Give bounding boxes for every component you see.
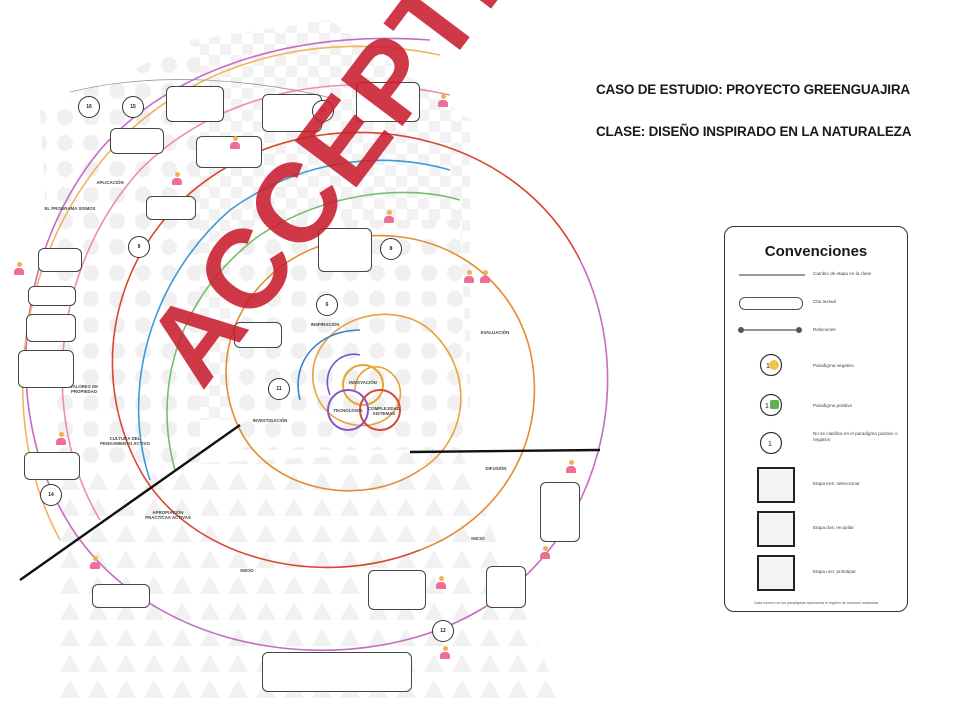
- venn-center: [327, 364, 401, 431]
- person-icon: [56, 432, 66, 446]
- legend-label: Etapa tres: seleccionar: [813, 481, 860, 486]
- svg-text:1: 1: [766, 363, 770, 370]
- legend-label: Etapa dos: recopilar: [813, 525, 854, 530]
- stage-label-programa: EL PROGRAMA SISMOS: [44, 206, 96, 211]
- quote-box: [92, 584, 150, 608]
- center-label-tecnologia: TECNOLOGÍA: [333, 408, 363, 413]
- relation-line-icon: [738, 327, 802, 333]
- stage-label-difusion: DIFUSIÓN: [485, 466, 507, 471]
- stage-one-box-icon: [757, 555, 795, 591]
- person-icon: [14, 262, 24, 276]
- legend-label: Paradigma negativo: [813, 363, 854, 368]
- quote-box: [28, 286, 76, 306]
- stage-label-inspiracion: INSPIRACIÓN: [310, 322, 340, 327]
- marker-6: 6: [316, 294, 338, 316]
- person-icon: [436, 576, 446, 590]
- person-icon: [464, 270, 474, 284]
- stage-divider-lines: [19, 79, 601, 581]
- quote-box-icon: [739, 297, 803, 310]
- quote-box: [262, 652, 412, 692]
- legend-footnote: Cada número en los paradigmas representa…: [753, 601, 879, 605]
- center-label-complejidad: COMPLEJIDAD SISTEMAS: [368, 406, 400, 417]
- quote-box: [18, 350, 74, 388]
- page-title-case-study: CASO DE ESTUDIO: PROYECTO GREENGUAJIRA: [596, 82, 910, 97]
- marker-16: 16: [78, 96, 100, 118]
- page-title-class: CLASE: DISEÑO INSPIRADO EN LA NATURALEZA: [596, 124, 912, 139]
- legend-label: Relaciones: [813, 327, 836, 332]
- stage-label-aplicacion: APLICACIÓN: [96, 180, 124, 185]
- quote-box: [368, 570, 426, 610]
- person-icon: [480, 270, 490, 284]
- stage-label-valores: VALORES DE PROPIEDAD: [69, 384, 99, 395]
- quote-box: [540, 482, 580, 542]
- stage-two-box-icon: [757, 511, 795, 547]
- neutral-paradigm-icon: 1: [759, 431, 783, 455]
- person-icon: [90, 556, 100, 570]
- quote-box: [356, 82, 420, 122]
- legend-label: Etapa uno: prototipar: [813, 569, 856, 574]
- quote-box: [196, 136, 262, 168]
- marker-12: 12: [432, 620, 454, 642]
- stage-label-cultura: CULTURA DEL PENSAMIENTO ACTIVO: [100, 436, 150, 447]
- stage-label-investigacion: INVESTIGACIÓN: [252, 418, 288, 423]
- person-icon: [566, 460, 576, 474]
- stage-three-box-icon: [757, 467, 795, 503]
- person-icon: [230, 136, 240, 150]
- quote-box: [486, 566, 526, 608]
- negative-paradigm-icon: 1: [759, 353, 783, 377]
- stage-label-inicio-2: INICIO: [240, 568, 254, 573]
- stage-label-apropiacion: APROPIACIÓN PRACTICAS ACTIVAS: [145, 510, 191, 521]
- marker-13: 13: [312, 100, 334, 122]
- legend-label: Cita textual: [813, 299, 836, 304]
- quote-box: [26, 314, 76, 342]
- person-icon: [438, 94, 448, 108]
- marker-8: 8: [380, 238, 402, 260]
- legend-heading: Convenciones: [764, 243, 868, 260]
- stage-label-inicio-1: INICIO: [471, 536, 485, 541]
- legend-label: Paradigma positivo: [813, 403, 853, 408]
- person-icon: [172, 172, 182, 186]
- person-icon: [440, 646, 450, 660]
- legend-panel: Convenciones Cambio de etapa en la clase…: [724, 226, 908, 612]
- quote-box: [318, 228, 372, 272]
- svg-text:1: 1: [768, 441, 772, 448]
- quote-box: [24, 452, 80, 480]
- quote-box: [146, 196, 196, 220]
- quote-box: [166, 86, 224, 122]
- quote-box: [110, 128, 164, 154]
- person-icon: [384, 210, 394, 224]
- marker-15: 15: [122, 96, 144, 118]
- quote-box: [234, 322, 282, 348]
- person-icon: [540, 546, 550, 560]
- marker-14: 14: [40, 484, 62, 506]
- positive-paradigm-icon: 1: [759, 393, 783, 417]
- marker-9: 9: [128, 236, 150, 258]
- svg-text:1: 1: [765, 403, 769, 410]
- center-label-innovacion: INNOVACIÓN: [349, 380, 377, 385]
- stage-label-evaluacion: EVALUACIÓN: [480, 330, 510, 335]
- legend-label: No se clasifica en el paradigma positivo…: [813, 431, 898, 442]
- quote-box: [38, 248, 82, 272]
- marker-11: 11: [268, 378, 290, 400]
- stage-change-line-icon: [739, 274, 805, 276]
- legend-label: Cambio de etapa en la clase: [813, 271, 872, 276]
